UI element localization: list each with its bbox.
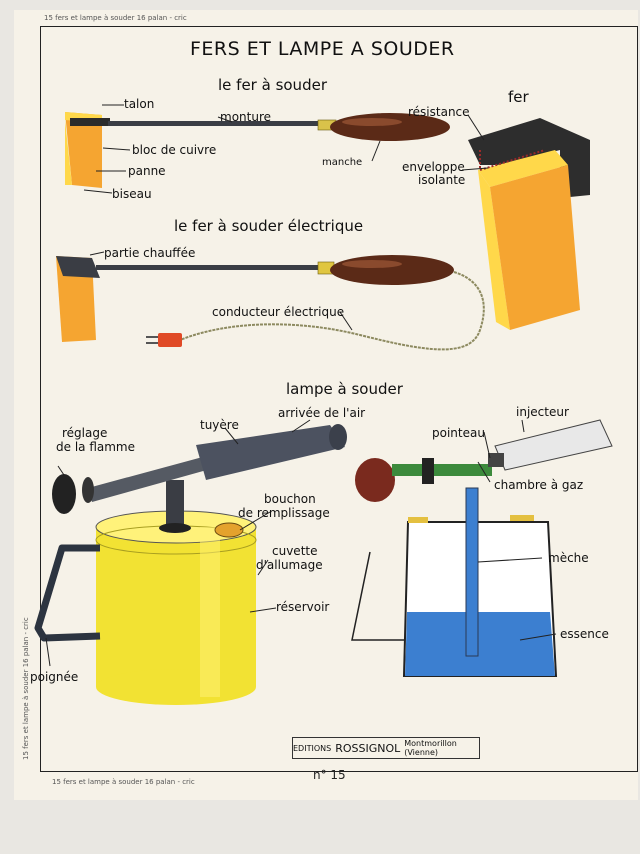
- label-arrivee-air: arrivée de l'air: [278, 406, 366, 420]
- edge-text-bottom: 15 fers et lampe à souder 16 palan - cri…: [52, 778, 195, 786]
- publisher-place: Montmorillon (Vienne): [404, 739, 457, 757]
- section-iron-detail: fer: [508, 88, 529, 106]
- label-isolante: isolante: [418, 173, 466, 187]
- label-d-allumage: d'allumage: [256, 558, 323, 572]
- label-de-la-flamme: de la flamme: [56, 440, 135, 454]
- label-resistance: résistance: [408, 105, 470, 119]
- publisher-box: EDITIONS ROSSIGNOL Montmorillon (Vienne): [292, 737, 480, 759]
- section-blowtorch: lampe à souder: [286, 380, 403, 398]
- plate-number: n° 15: [313, 768, 346, 782]
- label-bouchon: bouchon: [264, 492, 316, 506]
- label-meche: mèche: [548, 551, 589, 565]
- section-electric-iron: le fer à souder électrique: [174, 217, 364, 235]
- label-essence: essence: [560, 627, 609, 641]
- iron-detail-drawing: [468, 118, 590, 330]
- electric-iron-drawing: [56, 255, 485, 351]
- edge-text-left: 15 fers et lampe à souder 16 palan - cri…: [22, 617, 30, 760]
- label-enveloppe: enveloppe: [402, 160, 465, 174]
- label-panne: panne: [128, 164, 166, 178]
- label-reglage: réglage: [62, 426, 108, 440]
- label-conducteur-electrique: conducteur électrique: [212, 305, 345, 319]
- poster-title: FERS ET LAMPE A SOUDER: [190, 38, 455, 60]
- section-soldering-iron: le fer à souder: [218, 76, 327, 94]
- label-bloc-de-cuivre: bloc de cuivre: [132, 143, 217, 157]
- label-de-remplissage: de remplissage: [238, 506, 330, 520]
- label-pointeau: pointeau: [432, 426, 485, 440]
- blowtorch-drawing: [34, 424, 347, 705]
- publisher-name: ROSSIGNOL: [335, 741, 401, 755]
- publisher-editions: EDITIONS: [293, 743, 332, 753]
- leader-lines: [45, 104, 557, 667]
- poster-frame: [40, 26, 638, 772]
- label-tuyere: tuyère: [200, 418, 239, 432]
- label-manche: manche: [322, 157, 363, 168]
- cross-section-drawing: [351, 419, 613, 677]
- label-chambre-a-gaz: chambre à gaz: [494, 478, 584, 492]
- label-monture: monture: [220, 110, 271, 124]
- label-partie-chauffee: partie chauffée: [104, 246, 196, 260]
- label-cuvette: cuvette: [272, 544, 318, 558]
- label-injecteur: injecteur: [516, 405, 569, 419]
- label-talon: talon: [124, 97, 155, 111]
- edge-text-top: 15 fers et lampe à souder 16 palan - cri…: [44, 14, 187, 22]
- label-biseau: biseau: [112, 187, 152, 201]
- label-poignee: poignée: [30, 670, 79, 684]
- label-reservoir: réservoir: [276, 600, 330, 614]
- soldering-iron-drawing: [65, 112, 450, 188]
